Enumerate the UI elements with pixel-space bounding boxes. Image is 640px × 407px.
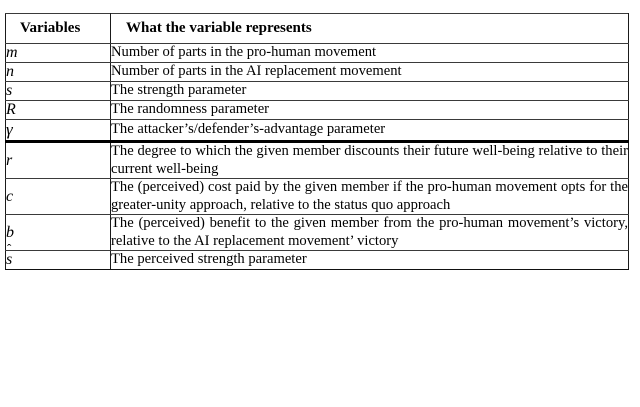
variable-symbol-R: R [5,100,111,120]
variable-symbol-s-hat: ˆ s [5,242,111,270]
table-row: ˆ s The perceived strength parameter [5,242,629,270]
variable-description-c: The (perceived) cost paid by the given m… [110,178,629,215]
variable-symbol-n: n [5,62,111,82]
variable-description-r: The degree to which the given member dis… [110,140,629,179]
variable-symbol-b: b [5,214,111,251]
variable-symbol-gamma: γ [5,119,111,142]
table-header-row: Variables What the variable represents [5,13,629,44]
table-row: n Number of parts in the AI replacement … [5,62,629,82]
variable-symbol-m: m [5,43,111,63]
variable-description-n: Number of parts in the AI replacement mo… [110,62,629,82]
table-row: b The (perceived) benefit to the given m… [5,214,629,251]
table-row: R The randomness parameter [5,100,629,120]
variables-table: Variables What the variable represents m… [5,13,629,270]
table-header: Variables What the variable represents [5,13,629,44]
column-header-description: What the variable represents [110,13,629,44]
table-row: c The (perceived) cost paid by the given… [5,178,629,215]
table-body: m Number of parts in the pro-human movem… [5,43,629,270]
table-row: r The degree to which the given member d… [5,140,629,179]
variable-symbol-r: r [5,140,111,179]
variable-description-b: The (perceived) benefit to the given mem… [110,214,629,251]
variable-symbol-s: s [5,81,111,101]
column-header-variables: Variables [5,13,111,44]
variable-description-m: Number of parts in the pro-human movemen… [110,43,629,63]
s-hat-base: s [6,251,13,268]
variables-table-container: Variables What the variable represents m… [5,13,629,270]
variable-description-R: The randomness parameter [110,100,629,120]
table-row: s The strength parameter [5,81,629,101]
variable-description-gamma: The attacker’s/defender’s-advantage para… [110,119,629,142]
variable-symbol-c: c [5,178,111,215]
variable-description-s-hat: The perceived strength parameter [110,250,629,270]
table-row: γ The attacker’s/defender’s-advantage pa… [5,119,629,142]
table-row: m Number of parts in the pro-human movem… [5,43,629,63]
variable-description-s: The strength parameter [110,81,629,101]
circumflex-accent: ˆ [6,241,12,256]
clipped-text-above-table [34,0,334,9]
s-hat-glyph: ˆ s [6,242,13,269]
